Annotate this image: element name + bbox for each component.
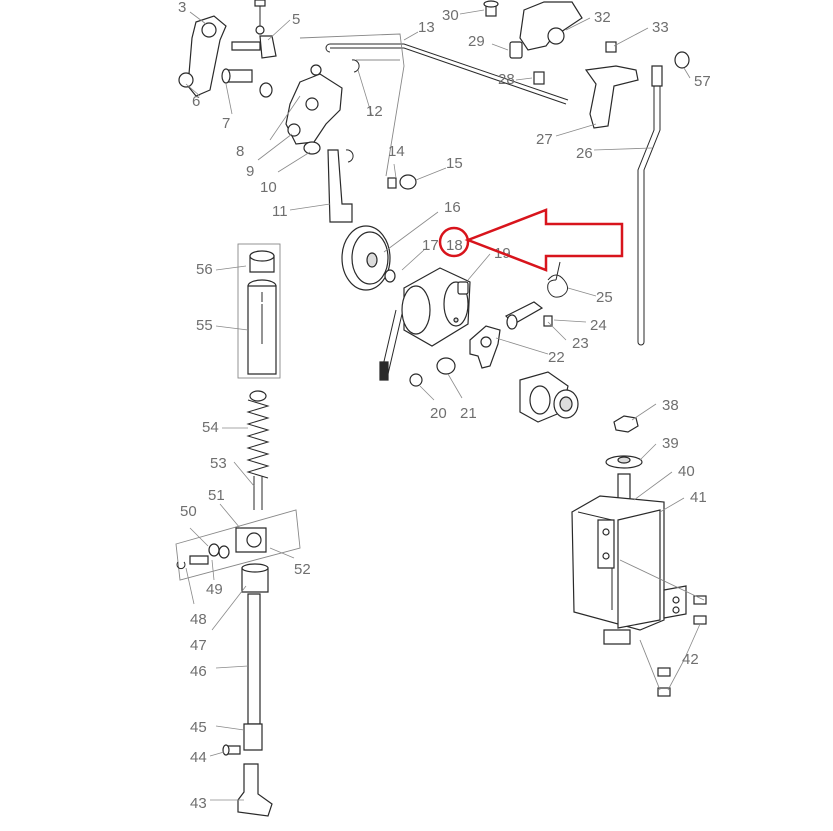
part-label-38: 38 xyxy=(662,397,679,414)
part-label-16: 16 xyxy=(444,199,461,216)
part-label-40: 40 xyxy=(678,463,695,480)
part-label-22: 22 xyxy=(548,349,565,366)
upper-linkage-assembly xyxy=(178,0,569,223)
part-label-42: 42 xyxy=(682,651,699,668)
part-label-17: 17 xyxy=(422,237,439,254)
part-label-47: 47 xyxy=(190,637,207,654)
part-label-3: 3 xyxy=(178,0,186,16)
part-label-56: 56 xyxy=(196,261,213,278)
part-label-18: 18 xyxy=(446,237,463,254)
part-label-15: 15 xyxy=(446,155,463,172)
part-label-48: 48 xyxy=(190,611,207,628)
part-label-46: 46 xyxy=(190,663,207,680)
part-label-23: 23 xyxy=(572,335,589,352)
part-label-28: 28 xyxy=(498,71,515,88)
part-label-12: 12 xyxy=(366,103,383,120)
part-label-7: 7 xyxy=(222,115,230,132)
part-label-27: 27 xyxy=(536,131,553,148)
part-label-30: 30 xyxy=(442,7,459,24)
part-label-24: 24 xyxy=(590,317,607,334)
part-label-13: 13 xyxy=(418,19,435,36)
part-label-33: 33 xyxy=(652,19,669,36)
part-label-39: 39 xyxy=(662,435,679,452)
tension-assembly xyxy=(341,225,579,423)
part-label-41: 41 xyxy=(690,489,707,506)
part-label-51: 51 xyxy=(208,487,225,504)
part-label-49: 49 xyxy=(206,581,223,598)
part-label-52: 52 xyxy=(294,561,311,578)
part-label-45: 45 xyxy=(190,719,207,736)
part-label-25: 25 xyxy=(596,289,613,306)
part-label-9: 9 xyxy=(246,163,254,180)
highlight-circle xyxy=(438,226,470,258)
part-label-43: 43 xyxy=(190,795,207,812)
solenoid-box-assembly xyxy=(571,415,707,697)
part-number-labels: 3 4 5 6 7 8 9 10 11 12 13 14 15 16 17 18… xyxy=(178,0,711,812)
part-label-5: 5 xyxy=(292,11,300,28)
part-label-57: 57 xyxy=(694,73,711,90)
part-label-29: 29 xyxy=(468,33,485,50)
highlight-annotation xyxy=(438,208,624,272)
part-label-55: 55 xyxy=(196,317,213,334)
part-label-8: 8 xyxy=(236,143,244,160)
part-label-54: 54 xyxy=(202,419,219,436)
part-label-20: 20 xyxy=(430,405,447,422)
part-label-53: 53 xyxy=(210,455,227,472)
part-label-6: 6 xyxy=(192,93,200,110)
part-label-4: 4 xyxy=(252,0,260,4)
part-label-21: 21 xyxy=(460,405,477,422)
part-label-26: 26 xyxy=(576,145,593,162)
part-label-50: 50 xyxy=(180,503,197,520)
presser-bar-assembly xyxy=(175,243,301,817)
part-label-32: 32 xyxy=(594,9,611,26)
leader-lines xyxy=(185,9,705,801)
part-label-44: 44 xyxy=(190,749,207,766)
part-label-14: 14 xyxy=(388,143,405,160)
upper-right-assembly xyxy=(483,0,690,346)
part-label-11: 11 xyxy=(272,203,288,220)
grouping-frames xyxy=(299,33,405,177)
part-label-10: 10 xyxy=(260,179,277,196)
highlight-arrow-icon xyxy=(464,208,624,272)
